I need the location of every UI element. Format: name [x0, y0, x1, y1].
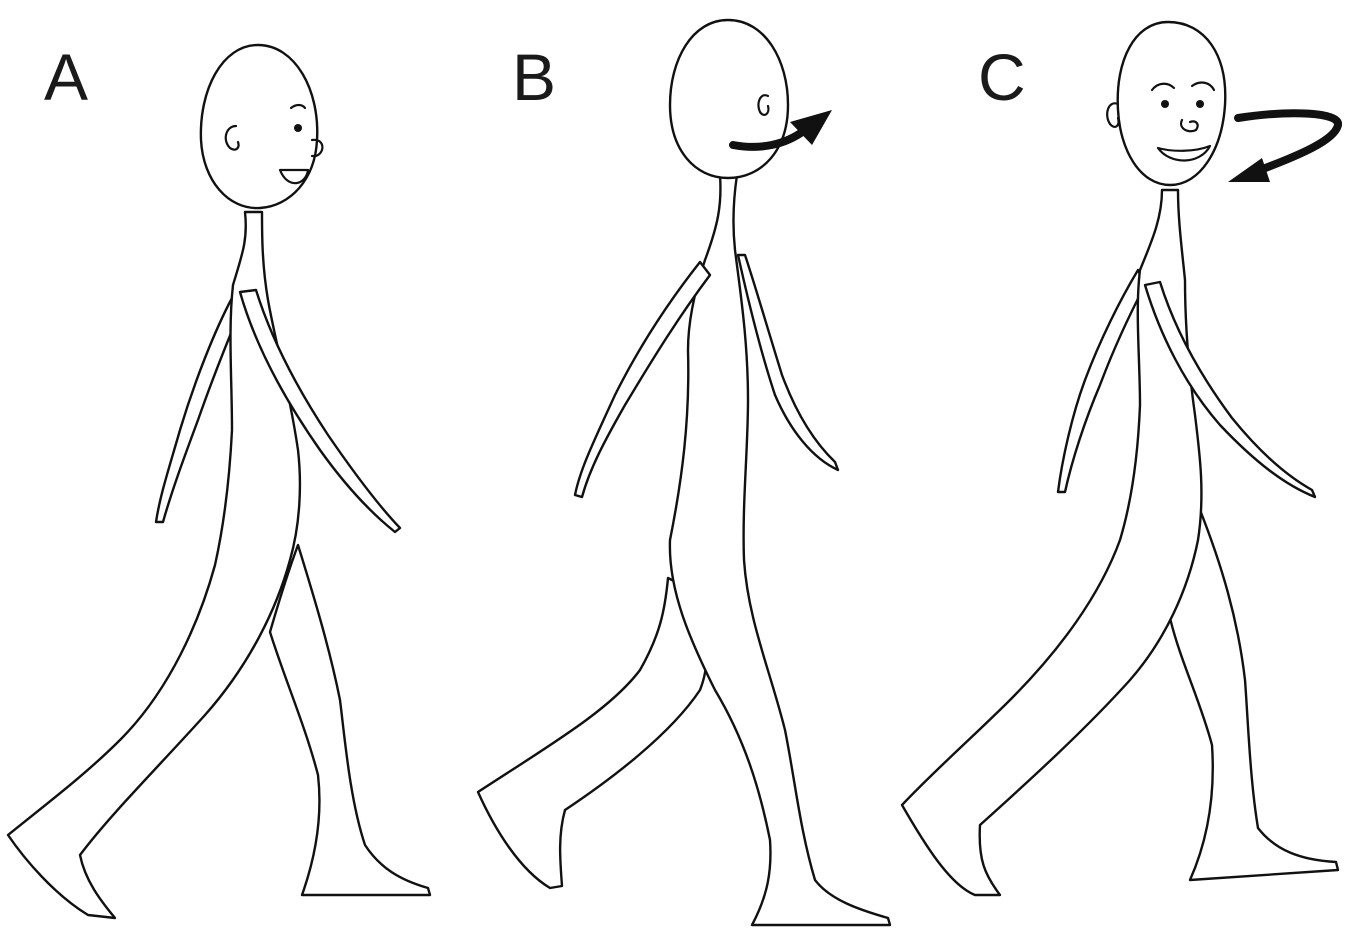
figure-c-back-arm [1058, 270, 1145, 492]
figure-a-eye [294, 124, 302, 132]
figure-b-back-leg [478, 578, 707, 888]
figure-b-head [670, 20, 788, 178]
figure-c-arrowhead [1228, 158, 1270, 182]
panel-label-b: B [512, 44, 556, 110]
panel-label-a: A [44, 44, 88, 110]
figure-c-head-turn-arrow [1238, 113, 1338, 170]
figure-a-back-arm [156, 298, 238, 522]
figure-a [8, 45, 430, 918]
figure-c-right-eye [1196, 100, 1204, 108]
figure-b [478, 20, 890, 925]
figure-a-back-leg [270, 545, 430, 895]
figure-c [902, 22, 1338, 895]
panel-label-c: C [978, 44, 1026, 110]
figure-c-head [1118, 22, 1226, 185]
figure-b-back-arm [738, 255, 838, 470]
figure-c-left-eye [1161, 100, 1169, 108]
figure-c-back-leg [1170, 505, 1338, 880]
figure-b-body [670, 175, 890, 925]
